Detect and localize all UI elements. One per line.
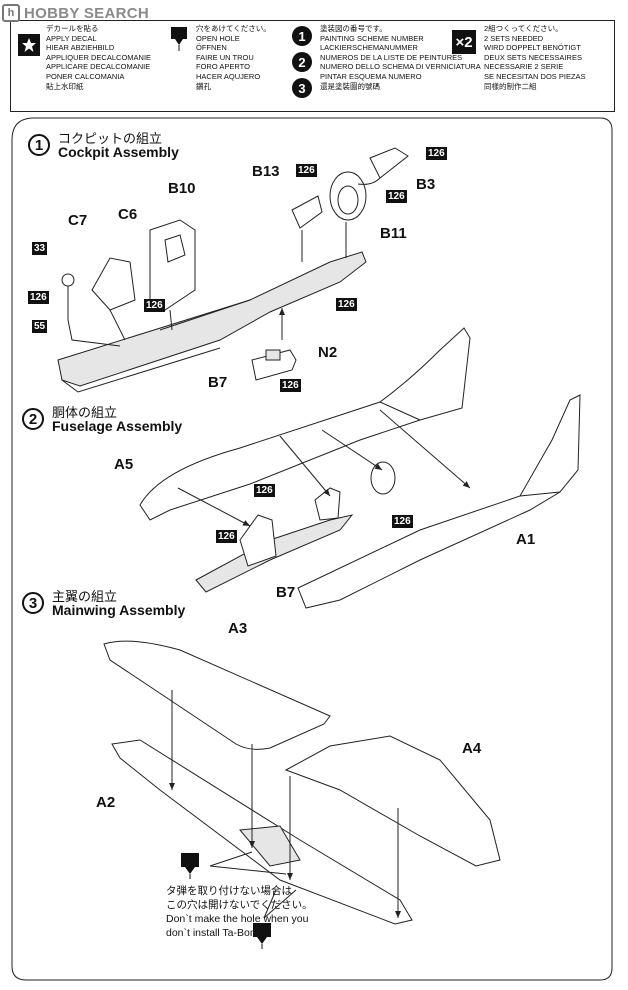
legend-decal-line: PONER CALCOMANIA xyxy=(46,71,125,81)
legend-sets-line: WIRD DOPPELT BENÖTIGT xyxy=(484,43,581,53)
legend-hole-line: FAIRE UN TROU xyxy=(196,52,254,62)
legend-paint-line: PINTAR ESQUEMA NUMERO xyxy=(320,71,422,81)
step-number: 2 xyxy=(22,408,44,430)
watermark-logo: h xyxy=(2,4,20,22)
paint-code: 126 xyxy=(386,190,407,203)
note-line: この穴は開けないでください。 xyxy=(166,899,313,911)
part-label: B3 xyxy=(416,176,436,193)
legend-box xyxy=(10,20,615,112)
step-title-jp: 主翼の組立 xyxy=(52,589,118,604)
part-label: B11 xyxy=(380,225,407,242)
step-title-jp: コクピットの組立 xyxy=(58,131,163,146)
legend-sets-line: DEUX SETS NECESSAIRES xyxy=(484,52,582,62)
paint-code: 126 xyxy=(144,299,165,312)
part-label: A4 xyxy=(462,740,482,757)
step-title-en: Cockpit Assembly xyxy=(58,144,179,160)
legend-paint-line: 塗装図の番号です。 xyxy=(320,24,387,33)
legend-paint-line: 還是塗裝圖的號碼 xyxy=(320,81,380,91)
legend-paint-text: 塗装図の番号です。 PAINTING SCHEME NUMBER LACKIER… xyxy=(320,24,481,91)
legend-hole-line: FORO APERTO xyxy=(196,62,250,72)
fuselage-half-a5 xyxy=(139,327,471,521)
step-title-en: Fuselage Assembly xyxy=(52,418,183,434)
step-number: 1 xyxy=(28,134,50,156)
legend-sets-line: SE NECESITAN DOS PIEZAS xyxy=(484,71,586,81)
part-label: C6 xyxy=(118,206,138,223)
legend-sets-line: 同樣的制作二組 xyxy=(484,81,537,91)
part-label: B7 xyxy=(276,584,296,601)
wing-upper-a4 xyxy=(284,735,501,867)
legend-sets-line: 2組つくってください。 xyxy=(484,24,563,33)
paint-number-1: 1 xyxy=(292,26,312,46)
part-label: A5 xyxy=(114,456,134,473)
step-title-jp: 胴体の組立 xyxy=(52,405,118,420)
seat-c6 xyxy=(91,257,136,311)
legend-hole-line: 鑽孔 xyxy=(196,81,211,91)
note-line: don`t install Ta-Bomb xyxy=(166,927,265,939)
legend-decal-text: デカールを貼る APPLY DECAL HIEAR ABZIEHBILD APP… xyxy=(46,24,151,91)
paint-code: 126 xyxy=(392,515,413,528)
x2-badge: ×2 xyxy=(452,30,476,54)
part-label: B10 xyxy=(168,180,196,197)
drill-icon xyxy=(180,852,200,885)
note-line: タ弾を取り付けない場合は xyxy=(166,885,292,897)
legend-sets-line: NECESSARIE 2 SERIE xyxy=(484,62,564,72)
part-label: N2 xyxy=(318,344,338,361)
part-label: C7 xyxy=(68,212,88,229)
legend-paint-line: NUMEROS DE LA LISTE DE PEINTURES xyxy=(320,52,463,62)
paint-code: 126 xyxy=(254,484,275,497)
legend-hole-line: OPEN HOLE xyxy=(196,33,240,43)
drill-icon xyxy=(252,922,272,955)
ta-bomb-note: タ弾を取り付けない場合は この穴は開けないでください。 Don`t make t… xyxy=(166,884,326,940)
legend-paint-line: LACKIERSCHEMANUMMER xyxy=(320,43,418,53)
paint-code: 55 xyxy=(32,320,48,333)
paint-number-2: 2 xyxy=(292,52,312,72)
legend-decal-line: HIEAR ABZIEHBILD xyxy=(46,43,115,53)
paint-number-3: 3 xyxy=(292,78,312,98)
legend-hole-line: HACER AQUJERO xyxy=(196,71,261,81)
paint-code: 126 xyxy=(280,379,301,392)
seat-part-b13 xyxy=(291,195,323,229)
legend-sets-line: 2 SETS NEEDED xyxy=(484,33,544,43)
part-n2 xyxy=(251,349,297,381)
legend-hole-line: ÖFFNEN xyxy=(196,43,227,53)
legend-hole-line: 穴をあけてください。 xyxy=(196,24,271,33)
drill-icon xyxy=(170,26,188,51)
legend-decal-line: デカールを貼る xyxy=(46,24,99,33)
sight-b3 xyxy=(369,147,409,179)
watermark: h HOBBY SEARCH xyxy=(2,2,149,24)
part-label: B13 xyxy=(252,163,280,180)
legend-decal-line: APPLICARE DECALCOMANIE xyxy=(46,62,151,72)
paint-code: 126 xyxy=(296,164,317,177)
seat-back-b10 xyxy=(149,219,196,311)
legend-sets-text: 2組つくってください。 2 SETS NEEDED WIRD DOPPELT B… xyxy=(484,24,586,91)
legend-decal-line: APPLIQUER DECALCOMANIE xyxy=(46,52,152,62)
step-title-en: Mainwing Assembly xyxy=(52,602,186,618)
legend-decal-line: 貼上水印紙 xyxy=(46,81,84,91)
watermark-text: HOBBY SEARCH xyxy=(24,4,150,22)
paint-code: 126 xyxy=(216,530,237,543)
legend-hole-text: 穴をあけてください。 OPEN HOLE ÖFFNEN FAIRE UN TRO… xyxy=(196,24,271,91)
part-label: A1 xyxy=(516,531,536,548)
part-label: A3 xyxy=(228,620,248,637)
legend-decal-line: APPLY DECAL xyxy=(46,33,97,43)
cockpit-floor-b7 xyxy=(57,251,367,387)
part-label: A2 xyxy=(96,794,116,811)
part-label: B7 xyxy=(208,374,228,391)
legend-paint-line: PAINTING SCHEME NUMBER xyxy=(320,33,424,43)
decal-star-icon xyxy=(18,34,40,56)
paint-code: 126 xyxy=(336,298,357,311)
legend-paint-line: NUMERO DELLO SCHEMA DI VERNICIATURA xyxy=(320,62,481,72)
step-number: 3 xyxy=(22,592,44,614)
instruction-frame xyxy=(11,117,613,981)
note-line: Don`t make the hole when you xyxy=(166,913,309,925)
paint-code: 33 xyxy=(32,242,48,255)
paint-code: 126 xyxy=(28,291,49,304)
wing-upper-a3 xyxy=(103,640,331,750)
paint-code: 126 xyxy=(426,147,447,160)
